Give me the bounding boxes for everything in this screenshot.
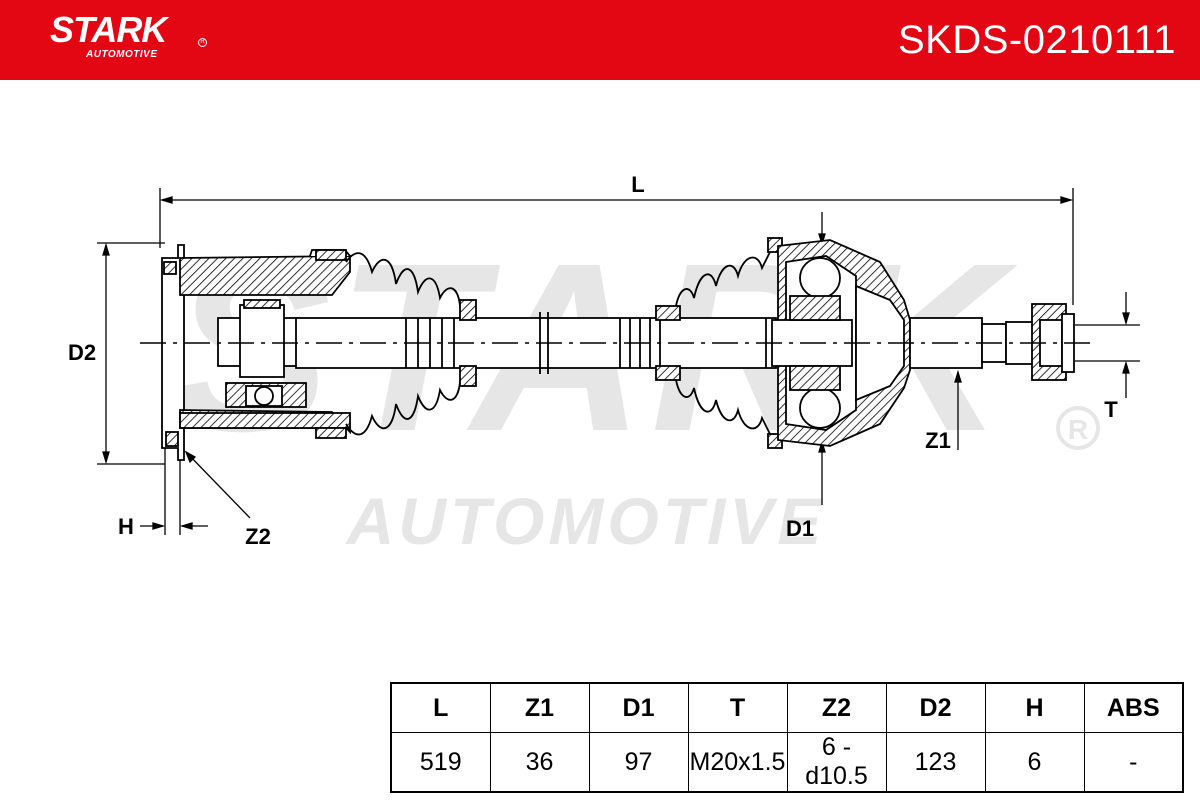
label-H: H	[118, 514, 134, 539]
spec-header-row: L Z1 D1 T Z2 D2 H ABS	[390, 682, 1184, 733]
dimension-T	[1075, 292, 1140, 398]
leader-Z1	[954, 369, 962, 450]
watermark-reg-mark: R	[1068, 414, 1088, 445]
spec-value-row: 519 36 97 M20x1.5 6 - d10.5 123 6 -	[390, 732, 1184, 793]
spec-value-cell: 36	[489, 732, 590, 793]
logo-subtitle: AUTOMOTIVE	[86, 49, 158, 60]
watermark-subtitle: AUTOMOTIVE	[345, 484, 826, 558]
dimension-L	[159, 188, 1074, 305]
spec-value-cell: 6	[984, 732, 1085, 793]
registered-mark-icon: R	[198, 38, 207, 47]
stark-logo[interactable]: STARK AUTOMOTIVE R	[50, 9, 207, 60]
spec-header-cell: ABS	[1083, 682, 1184, 733]
label-Z2: Z2	[245, 524, 271, 549]
spec-value-cell: 97	[588, 732, 689, 793]
label-D2: D2	[68, 340, 96, 365]
spec-header-cell: D2	[885, 682, 986, 733]
label-Z1: Z1	[925, 428, 951, 453]
spec-header-cell: T	[687, 682, 788, 733]
spec-value-cell: M20x1.5	[687, 732, 788, 793]
logo-wordmark: STARK	[50, 9, 167, 50]
spec-table: L Z1 D1 T Z2 D2 H ABS 519 36 97 M20x1.5 …	[390, 682, 1184, 793]
label-D1: D1	[786, 516, 814, 541]
dimension-D2	[97, 242, 165, 465]
inner-boot	[315, 249, 477, 439]
spec-header-cell: D1	[588, 682, 689, 733]
header-bar: STARK AUTOMOTIVE R SKDS-0210111	[0, 0, 1200, 80]
spec-value-cell: 123	[885, 732, 986, 793]
spec-value-cell: 519	[390, 732, 491, 793]
part-number: SKDS-0210111	[897, 18, 1176, 62]
spec-header-cell: Z2	[786, 682, 887, 733]
spec-header-cell: Z1	[489, 682, 590, 733]
watermark-reg-icon	[1056, 406, 1100, 450]
leader-Z2	[184, 450, 251, 519]
dimension-D1	[818, 212, 826, 505]
label-T: T	[1104, 397, 1118, 422]
spec-header-cell: H	[984, 682, 1085, 733]
spec-value-cell: 6 - d10.5	[786, 732, 887, 793]
drive-shaft-drawing: STARK AUTOMOTIVE R L D2 H Z2	[68, 172, 1140, 558]
label-L: L	[631, 172, 644, 197]
spec-value-cell: -	[1083, 732, 1184, 793]
spec-header-cell: L	[390, 682, 491, 733]
